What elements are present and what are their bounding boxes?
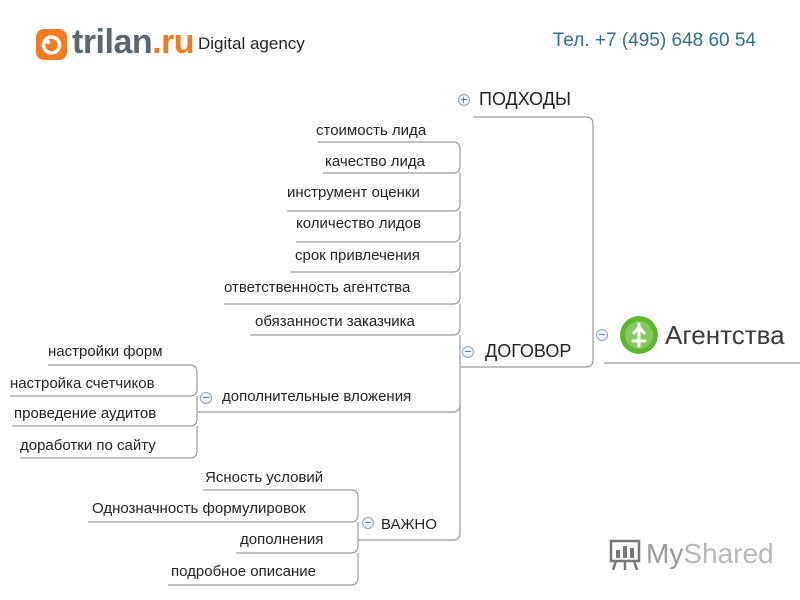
node-audits[interactable]: проведение аудитов — [14, 405, 157, 422]
node-detailed-description[interactable]: подробное описание — [171, 563, 316, 580]
myshared-logo-icon — [608, 538, 642, 577]
attachments-collapse-icon[interactable] — [200, 392, 212, 404]
trilan-logo-icon — [36, 29, 67, 60]
node-acquisition-period[interactable]: срок привлечения — [295, 247, 420, 264]
node-lead-quality[interactable]: качество лида — [325, 153, 425, 170]
logo-suffix: .ru — [152, 23, 195, 61]
myshared-watermark: MyShared — [646, 538, 774, 569]
approaches-expand-icon[interactable] — [458, 94, 470, 106]
logo-wordmark: trilan.ru — [72, 22, 195, 62]
node-lead-count[interactable]: количество лидов — [296, 215, 421, 232]
root-collapse-icon[interactable] — [596, 329, 608, 341]
node-form-settings[interactable]: настройки форм — [48, 343, 163, 360]
node-approaches[interactable]: ПОДХОДЫ — [479, 89, 571, 109]
node-client-duties[interactable]: обязанности заказчика — [255, 313, 415, 330]
tagline: Digital agency — [198, 34, 305, 53]
node-agency-responsibility[interactable]: ответственность агентства — [224, 279, 411, 296]
node-additions[interactable]: дополнения — [240, 531, 324, 548]
node-clear-terms[interactable]: Ясность условий — [205, 469, 324, 486]
node-root-agencies[interactable]: Агентства — [665, 320, 785, 350]
phone-number: Тел. +7 (495) 648 60 54 — [552, 30, 756, 51]
node-important[interactable]: ВАЖНО — [381, 516, 437, 533]
contract-collapse-icon[interactable] — [462, 346, 474, 358]
node-lead-cost[interactable]: стоимость лида — [316, 122, 427, 139]
node-additional-attachments[interactable]: дополнительные вложения — [222, 388, 412, 405]
agency-root-icon — [619, 315, 659, 360]
node-site-improvements[interactable]: доработки по сайту — [20, 437, 156, 454]
node-counter-settings[interactable]: настройка счетчиков — [10, 375, 155, 392]
important-collapse-icon[interactable] — [362, 517, 374, 529]
node-contract[interactable]: ДОГОВОР — [485, 341, 572, 361]
node-unambiguous-wording[interactable]: Однозначность формулировок — [92, 500, 306, 517]
node-evaluation-tool[interactable]: инструмент оценки — [287, 184, 420, 201]
logo-main: trilan — [72, 23, 153, 61]
